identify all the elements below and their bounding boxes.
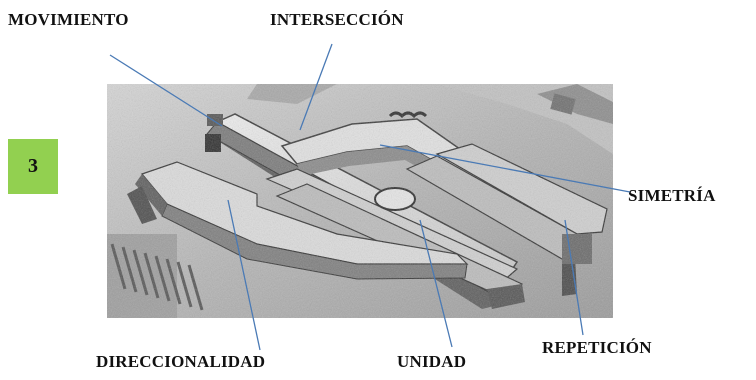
label-interseccion: INTERSECCIÓN [270,10,404,29]
label-simetria: SIMETRÍA [628,186,716,205]
label-repeticion: REPETICIÓN [542,338,652,357]
figure-number-badge: 3 [8,139,58,194]
label-direccionalidad: DIRECCIONALIDAD [96,352,266,371]
label-movimiento: MOVIMIENTO [8,10,129,29]
label-unidad: UNIDAD [397,352,467,371]
building-model-image [107,84,613,318]
figure-number: 3 [28,155,38,177]
